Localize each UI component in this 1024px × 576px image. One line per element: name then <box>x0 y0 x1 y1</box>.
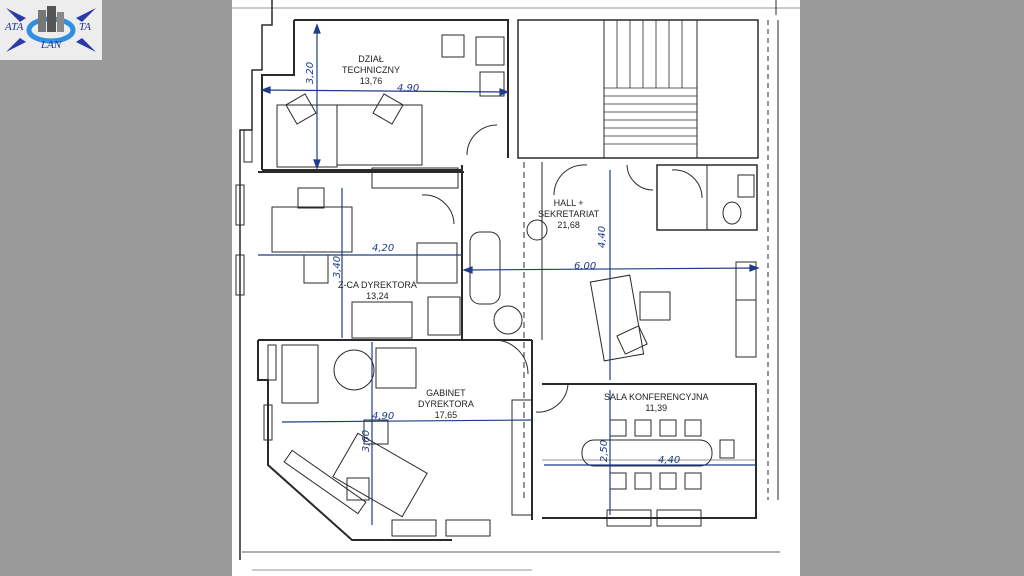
room-dzial-techniczny: DZIAŁ TECHNICZNY 13,76 <box>342 54 400 87</box>
dim-gabinet-width: 4,90 <box>372 411 395 422</box>
company-logo: ATA TA LAN <box>0 0 102 60</box>
dim-hall-height: 4,40 <box>597 225 609 249</box>
dim-gabinet-height: 3,60 <box>361 429 373 453</box>
room-area: 13,24 <box>366 291 389 301</box>
room-name-line1: GABINET <box>426 388 466 398</box>
dim-zca-height: 3,40 <box>332 255 344 279</box>
dim-sala-width: 4,40 <box>658 455 681 466</box>
room-hall-sekretariat: HALL + SEKRETARIAT 21,68 <box>538 198 599 231</box>
room-name-line1: HALL + <box>553 198 584 208</box>
dim-techniczny-width: 4,90 <box>397 83 420 94</box>
room-name-line1: DZIAŁ <box>358 54 384 64</box>
dim-sala-height: 2,50 <box>599 439 611 463</box>
room-area: 21,68 <box>557 220 580 230</box>
logo-text-bottom: LAN <box>41 39 62 51</box>
room-name-line2: SEKRETARIAT <box>538 209 600 219</box>
dim-zca-width: 4,20 <box>372 243 395 254</box>
logo-text-right: TA <box>79 21 92 33</box>
room-sala-konferencyjna: SALA KONFERENCYJNA 11,39 <box>604 392 709 414</box>
room-zca-dyrektora: Z-CA DYREKTORA 13,24 <box>338 280 417 302</box>
logo-text-left: ATA <box>5 21 24 33</box>
room-area: 11,39 <box>645 403 668 413</box>
room-name-line2: DYREKTORA <box>418 399 474 409</box>
room-area: 13,76 <box>359 76 383 86</box>
room-gabinet-dyrektora: GABINET DYREKTORA 17,65 <box>418 388 474 421</box>
floor-plan-sheet: DZIAŁ TECHNICZNY 13,76 HALL + SEKRETARIA… <box>232 0 800 576</box>
dim-hall-width: 6,00 <box>574 261 597 272</box>
dim-techniczny-height: 3,20 <box>305 61 317 85</box>
room-name: Z-CA DYREKTORA <box>338 280 417 290</box>
room-name: SALA KONFERENCYJNA <box>604 392 709 402</box>
floor-plan-drawing <box>232 0 800 571</box>
logo-graphic <box>6 6 96 52</box>
room-area: 17,65 <box>434 410 458 420</box>
room-name-line2: TECHNICZNY <box>342 65 400 75</box>
